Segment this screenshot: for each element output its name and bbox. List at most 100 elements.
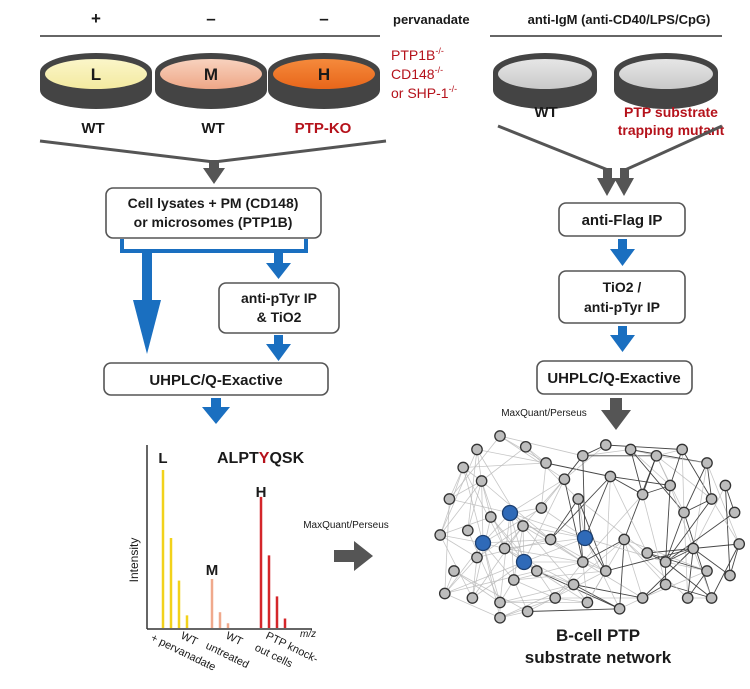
network-edge xyxy=(550,498,579,540)
network-edge xyxy=(536,570,574,585)
network-edge xyxy=(444,498,450,594)
network-edge xyxy=(665,512,685,563)
peptide-suffix: QSK xyxy=(269,450,304,467)
dish-mutant-right xyxy=(614,53,718,109)
network-edge xyxy=(647,552,708,572)
network-hub-node xyxy=(515,553,533,571)
network-edge xyxy=(545,462,611,477)
software-label-right: MaxQuant/Perseus xyxy=(501,408,587,419)
network-node xyxy=(613,602,626,615)
network-node xyxy=(664,479,677,492)
network-title-line2: substrate network xyxy=(525,648,672,667)
network-node xyxy=(471,443,483,456)
network-edge xyxy=(504,548,583,563)
network-edge xyxy=(499,435,583,457)
network-edge xyxy=(724,485,731,576)
network-edge xyxy=(584,476,611,539)
network-node xyxy=(438,587,451,600)
network-edge xyxy=(482,542,501,603)
network-edge xyxy=(630,449,644,495)
pTyr-ip-box xyxy=(218,282,340,334)
dish-H: H xyxy=(268,53,380,109)
dish-M: M xyxy=(155,53,267,109)
network-node xyxy=(701,457,713,469)
network-node xyxy=(676,443,689,456)
uhplc-label-right: UHPLC/Q-Exactive xyxy=(547,370,680,387)
network-node xyxy=(724,569,736,582)
network-edge xyxy=(623,539,666,585)
network-node xyxy=(494,611,506,624)
network-edge xyxy=(554,561,584,599)
network-hub-node xyxy=(576,529,594,547)
network-node xyxy=(530,565,543,577)
arrow-to-tio2 xyxy=(610,239,635,266)
network-node xyxy=(659,578,672,591)
network-nodes xyxy=(434,430,746,624)
network-edge xyxy=(467,449,478,531)
network-node xyxy=(576,449,589,462)
sign-pervanadate-L: + xyxy=(91,9,101,28)
network-edge xyxy=(582,449,631,457)
network-edge xyxy=(554,539,625,599)
spectrum-peaks xyxy=(161,470,287,628)
network-edge xyxy=(523,479,565,563)
network-edge xyxy=(630,449,671,486)
ko-ptp1b: PTP1B xyxy=(391,47,435,63)
network-edge xyxy=(582,494,643,563)
network-node xyxy=(544,533,557,546)
network-edges xyxy=(439,435,740,619)
network-node xyxy=(599,439,612,451)
network-node xyxy=(494,596,506,609)
network-edge xyxy=(573,584,643,599)
flag-ip-box xyxy=(558,202,686,237)
network-node xyxy=(466,592,479,604)
tio2-line1: TiO2 / xyxy=(603,279,642,295)
lysate-box-line2: or microsomes (PTP1B) xyxy=(134,214,293,230)
ko-cd148: CD148 xyxy=(391,66,435,82)
network-edge xyxy=(711,543,740,599)
network-edge xyxy=(481,480,484,544)
network-edge xyxy=(513,561,583,581)
network-node xyxy=(624,443,637,456)
pervanadate-label: pervanadate xyxy=(393,12,470,27)
uhplc-label-left: UHPLC/Q-Exactive xyxy=(149,372,282,389)
network-edge xyxy=(509,512,586,539)
network-edge xyxy=(439,449,478,536)
network-edge xyxy=(449,480,482,500)
network-edge xyxy=(582,561,643,599)
peptide-sequence: ALPTYQSK xyxy=(217,450,305,467)
mass-spectrum: L M H Intensity m/z + pervanadate WT unt… xyxy=(127,445,320,674)
network-edge xyxy=(509,512,525,563)
arrow-to-ms-right xyxy=(610,326,635,352)
tio2-box xyxy=(558,270,686,324)
network-edge xyxy=(527,608,620,612)
network-edge xyxy=(642,548,694,599)
dish-L: L xyxy=(40,53,152,109)
network-edge xyxy=(527,570,606,612)
network-edge xyxy=(706,462,740,545)
caption-mutant-line2: trapping mutant xyxy=(618,122,725,138)
network-edge xyxy=(513,570,606,581)
network-edge xyxy=(476,539,551,558)
network-node xyxy=(705,493,718,505)
network-edge xyxy=(444,593,501,619)
uhplc-box-left xyxy=(103,362,329,396)
network-node xyxy=(494,430,506,442)
flag-ip-label: anti-Flag IP xyxy=(582,212,663,229)
caption-wt-right: WT xyxy=(534,104,557,121)
network-hub-node xyxy=(474,534,492,552)
caption-wt-L: WT xyxy=(81,120,104,137)
network-edge xyxy=(665,561,708,572)
peak-label-L: L xyxy=(158,450,167,467)
ko-genotype-list: PTP1B-/- CD148-/- or SHP-1-/- xyxy=(391,46,457,101)
network-node xyxy=(457,461,470,474)
svg-text:PTP1B-/-: PTP1B-/- xyxy=(391,46,444,63)
network-edge xyxy=(509,512,515,581)
peptide-phospho-tyrosine: Y xyxy=(259,450,270,467)
network-node xyxy=(549,592,562,604)
network-edge xyxy=(523,537,586,563)
ko-superscript: -/- xyxy=(435,65,444,75)
network-edge xyxy=(482,539,551,544)
network-edge xyxy=(623,539,688,599)
